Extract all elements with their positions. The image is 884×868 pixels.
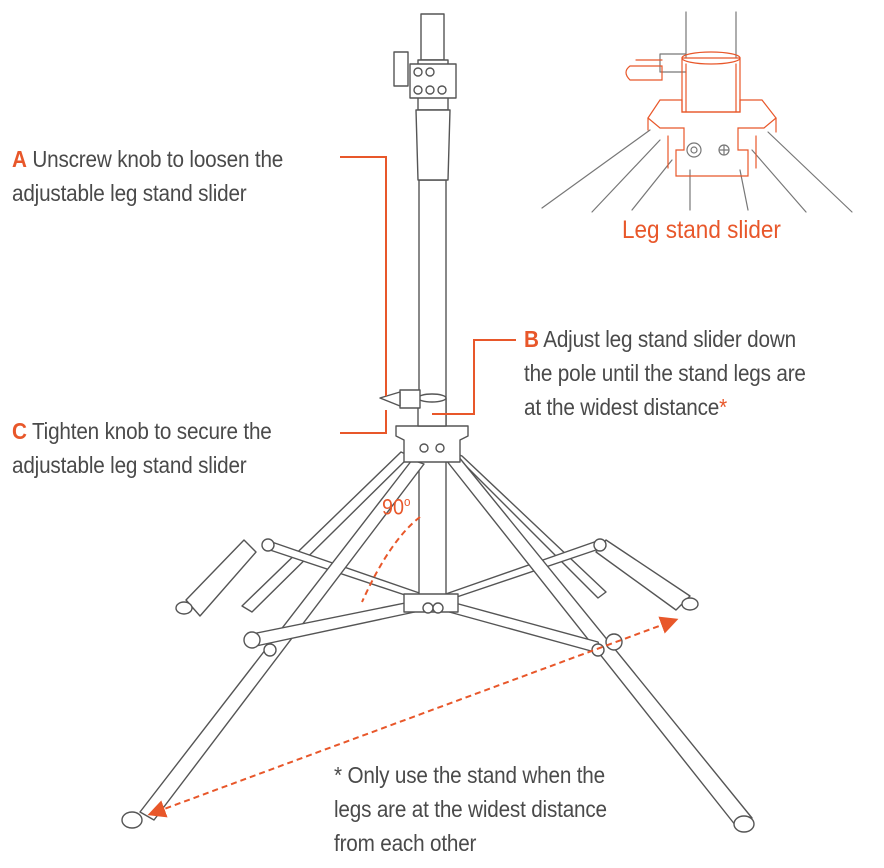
callout-b: B Adjust leg stand slider down the pole … [524,322,806,424]
callout-b-letter: B [524,326,539,352]
leader-line-c [340,410,386,433]
callout-b-line3: at the widest distance [524,394,719,420]
angle-unit: o [404,494,411,509]
callout-c-line2: adjustable leg stand slider [12,452,247,478]
callout-b-line1: Adjust leg stand slider down [543,326,796,352]
callout-a: A Unscrew knob to loosen the adjustable … [12,142,283,210]
angle-label: 90o [382,494,411,520]
note-line2: legs are at the widest distance [334,796,607,822]
slider-inset-illustration [542,12,852,212]
callout-c: C Tighten knob to secure the adjustable … [12,414,272,482]
callout-a-line2: adjustable leg stand slider [12,180,247,206]
callout-a-line1: Unscrew knob to loosen the [32,146,283,172]
angle-value: 90 [382,494,404,519]
widest-distance-note: * Only use the stand when the legs are a… [334,758,607,860]
note-line1: * Only use the stand when the [334,762,605,788]
leader-line-a [340,157,386,396]
callout-a-letter: A [12,146,27,172]
callout-c-letter: C [12,418,27,444]
callout-b-asterisk: * [719,394,727,420]
callout-b-line2: the pole until the stand legs are [524,360,806,386]
note-line3: from each other [334,830,476,856]
callout-c-line1: Tighten knob to secure the [32,418,272,444]
inset-label: Leg stand slider [622,214,781,246]
